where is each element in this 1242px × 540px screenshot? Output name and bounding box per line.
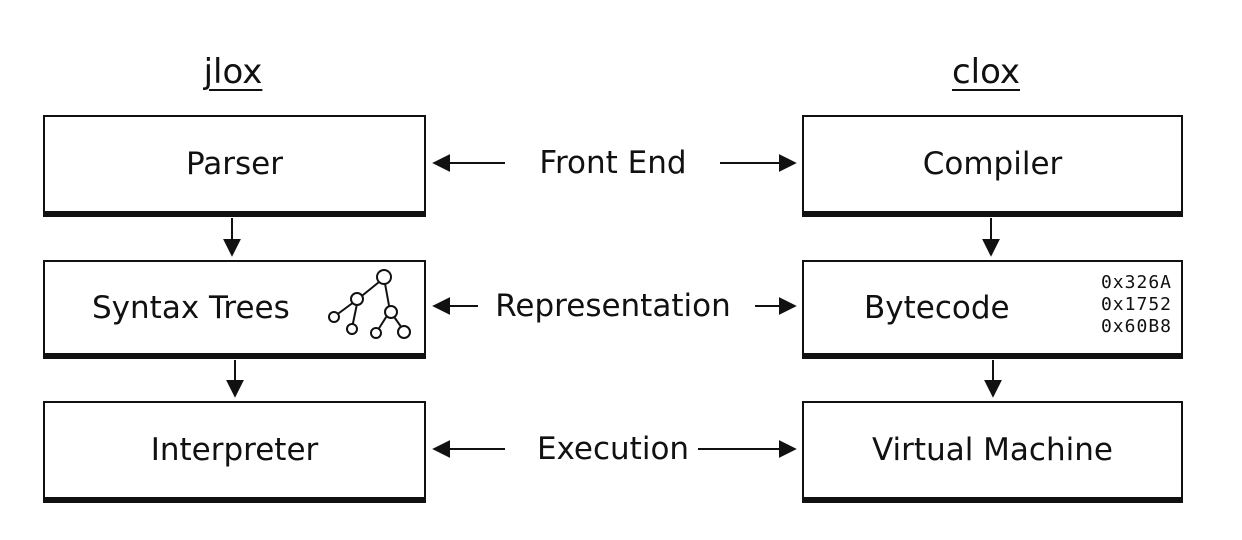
phase-representation-label: Representation — [495, 288, 731, 324]
bytecode-sample: 0x326A — [1100, 272, 1172, 293]
jlox-parser-box: Parser — [43, 115, 426, 213]
clox-bytecode-label: Bytecode — [864, 289, 1010, 326]
jlox-interpreter-label: Interpreter — [150, 432, 319, 468]
bytecode-sample: 0x1752 — [1100, 294, 1172, 315]
clox-virtual-machine-box: Virtual Machine — [802, 401, 1183, 499]
jlox-parser-label: Parser — [185, 146, 283, 182]
clox-heading: clox — [951, 52, 1021, 92]
jlox-syntax-trees-box: Syntax Trees — [43, 260, 426, 355]
bytecode-sample: 0x60B8 — [1100, 316, 1172, 337]
jlox-syntax-trees-label: Syntax Trees — [92, 289, 290, 326]
bytecode-samples: 0x326A 0x1752 0x60B8 — [1062, 272, 1172, 338]
phase-front-end-label: Front End — [539, 145, 687, 181]
jlox-heading: jlox — [203, 52, 263, 92]
clox-compiler-label: Compiler — [922, 146, 1063, 182]
jlox-interpreter-box: Interpreter — [43, 401, 426, 499]
clox-virtual-machine-label: Virtual Machine — [872, 432, 1113, 468]
syntax-tree-icon — [328, 269, 411, 339]
phase-execution-label: Execution — [536, 431, 690, 467]
clox-compiler-box: Compiler — [802, 115, 1183, 213]
clox-bytecode-box: Bytecode — [802, 260, 1183, 355]
